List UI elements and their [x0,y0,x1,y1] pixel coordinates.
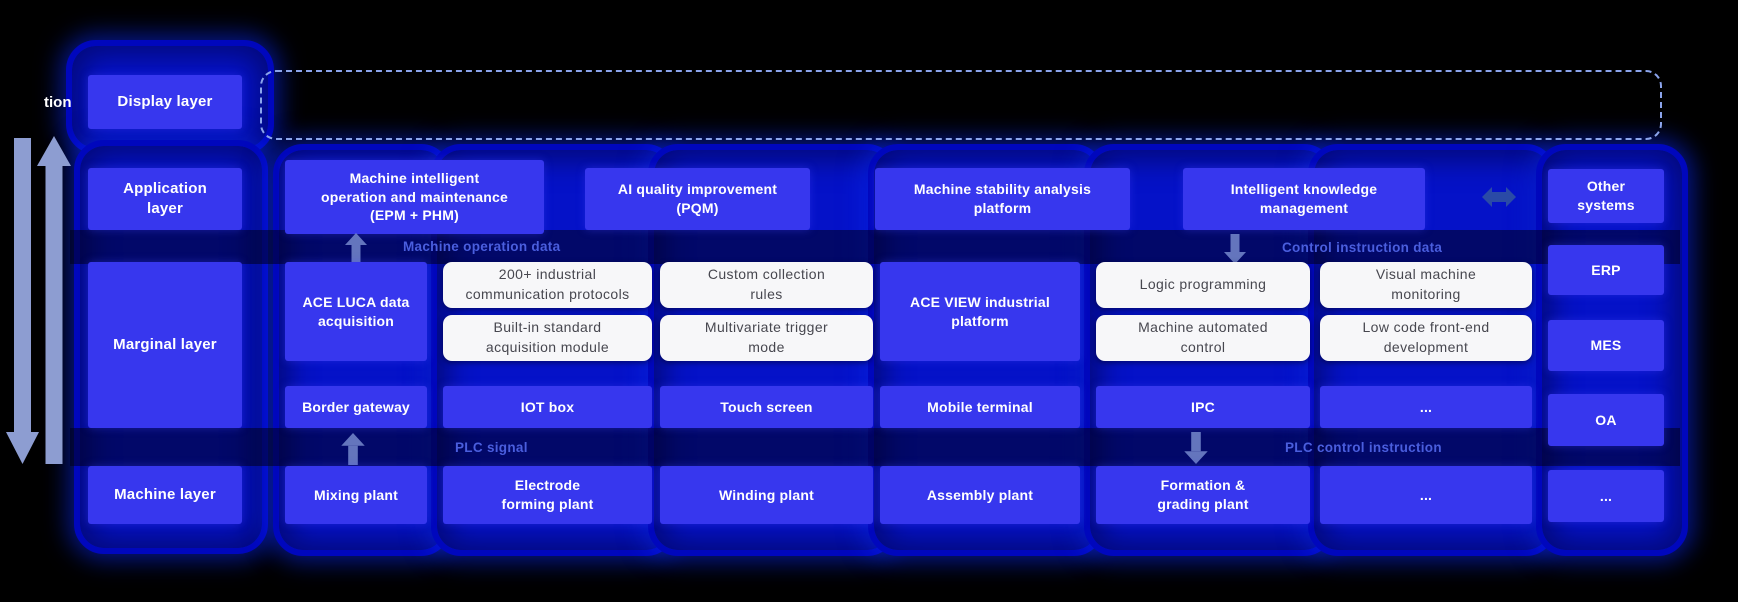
layer-box-machine: Machine layer [88,466,242,524]
plc-control-instruction-label: PLC control instruction [1285,440,1442,455]
external-box-erp: ERP [1548,245,1664,295]
plc-flow-band [70,428,1680,466]
feature-card-protocols: 200+ industrial communication protocols [443,262,652,308]
down-arrow-icon [1224,234,1246,264]
machine-box-electrode-forming-plant: Electrode forming plant [443,466,652,524]
layer-box-application: Application layer [88,168,242,230]
external-box-oa: OA [1548,394,1664,446]
machine-box-assembly-plant: Assembly plant [880,466,1080,524]
device-box-ipc: IPC [1096,386,1310,428]
machine-operation-data-label: Machine operation data [403,239,561,254]
feature-card-low-code: Low code front-end development [1320,315,1532,361]
cutoff-label-fragment: tion [44,94,72,111]
feature-card-automated-control: Machine automated control [1096,315,1310,361]
feature-card-visual-monitoring: Visual machine monitoring [1320,262,1532,308]
device-box-iot-box: IOT box [443,386,652,428]
app-box-knowledge-management: Intelligent knowledge management [1183,168,1425,230]
down-arrow-icon [1184,432,1208,464]
feature-card-logic-programming: Logic programming [1096,262,1310,308]
machine-box-more: ... [1320,466,1532,524]
machine-box-mixing-plant: Mixing plant [285,466,427,524]
machine-box-formation-grading-plant: Formation & grading plant [1096,466,1310,524]
external-box-more: ... [1548,470,1664,522]
app-box-stability-platform: Machine stability analysis platform [875,168,1130,230]
app-box-epm-phm: Machine intelligent operation and mainte… [285,160,544,234]
display-connection-outline [260,70,1662,140]
layer-box-display: Display layer [88,75,242,129]
app-box-pqm: AI quality improvement (PQM) [585,168,810,230]
up-arrow-icon [345,233,367,263]
control-instruction-data-label: Control instruction data [1282,240,1443,255]
device-box-border-gateway: Border gateway [285,386,427,428]
vertical-flow-arrows-icon [6,136,71,464]
external-box-mes: MES [1548,320,1664,371]
plc-signal-label: PLC signal [455,440,528,455]
layer-box-marginal: Marginal layer [88,262,242,428]
data-flow-band [70,230,1680,264]
feature-card-trigger-mode: Multivariate trigger mode [660,315,873,361]
marginal-box-ace-luca: ACE LUCA data acquisition [285,262,427,361]
external-box-other-systems: Other systems [1548,169,1664,223]
up-arrow-icon [341,433,365,465]
machine-box-winding-plant: Winding plant [660,466,873,524]
device-box-mobile-terminal: Mobile terminal [880,386,1080,428]
marginal-box-ace-view: ACE VIEW industrial platform [880,262,1080,361]
feature-card-collection-rules: Custom collection rules [660,262,873,308]
device-box-touch-screen: Touch screen [660,386,873,428]
device-box-more: ... [1320,386,1532,428]
left-right-arrow-icon [1482,187,1516,207]
feature-card-acquisition-module: Built-in standard acquisition module [443,315,652,361]
